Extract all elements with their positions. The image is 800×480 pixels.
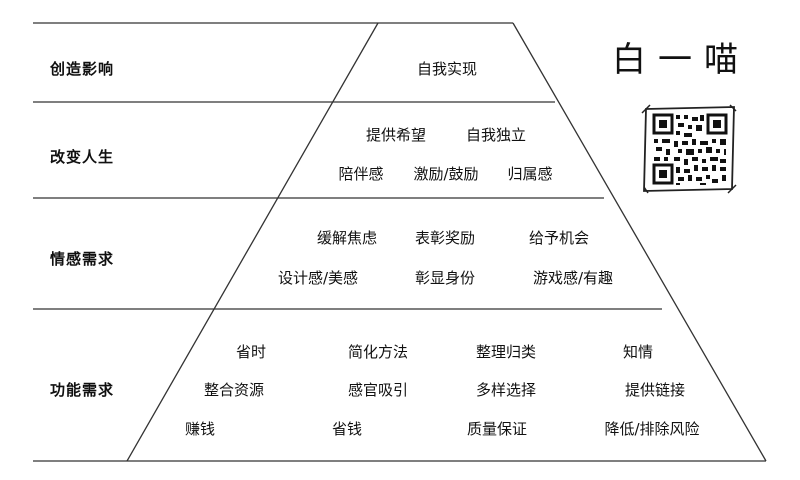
tier2-item: 归属感 (507, 165, 553, 183)
tier3-item: 游戏感/有趣 (532, 269, 614, 287)
tier4-item: 省钱 (331, 420, 363, 438)
tier3-item: 给予机会 (528, 229, 590, 247)
tier-label-3: 情感需求 (50, 250, 115, 268)
tier4-item: 降低/排除风险 (604, 420, 700, 438)
tier-label-2: 改变人生 (50, 148, 115, 166)
tier-label-4: 功能需求 (50, 381, 115, 399)
qr-code-icon (641, 104, 737, 194)
tier4-item: 知情 (622, 343, 654, 361)
tier4-item: 赚钱 (184, 420, 216, 438)
pyramid-left-edge (126, 22, 379, 462)
tier-label-1: 创造影响 (50, 60, 115, 78)
brand-logo-text: 白一喵 (612, 40, 750, 80)
tier3-item: 彰显身份 (414, 269, 476, 287)
tier2-item: 陪伴感 (338, 165, 384, 183)
tier4-item: 省时 (235, 343, 267, 361)
tier2-item: 激励/鼓励 (413, 165, 479, 183)
tier3-item: 设计感/美感 (277, 269, 359, 287)
tier4-item: 感官吸引 (347, 381, 409, 399)
tier4-item: 整合资源 (203, 381, 265, 399)
tier3-item: 缓解焦虑 (316, 229, 378, 247)
tier1-item: 自我实现 (416, 60, 478, 78)
tier4-item: 多样选择 (475, 381, 537, 399)
tier4-item: 简化方法 (347, 343, 409, 361)
tier2-item: 提供希望 (365, 126, 427, 144)
tier4-item: 质量保证 (466, 420, 528, 438)
tier4-item: 整理归类 (475, 343, 537, 361)
tier2-item: 自我独立 (465, 126, 527, 144)
tier3-item: 表彰奖励 (414, 229, 476, 247)
tier4-item: 提供链接 (624, 381, 686, 399)
pyramid-right-edge (512, 22, 767, 462)
